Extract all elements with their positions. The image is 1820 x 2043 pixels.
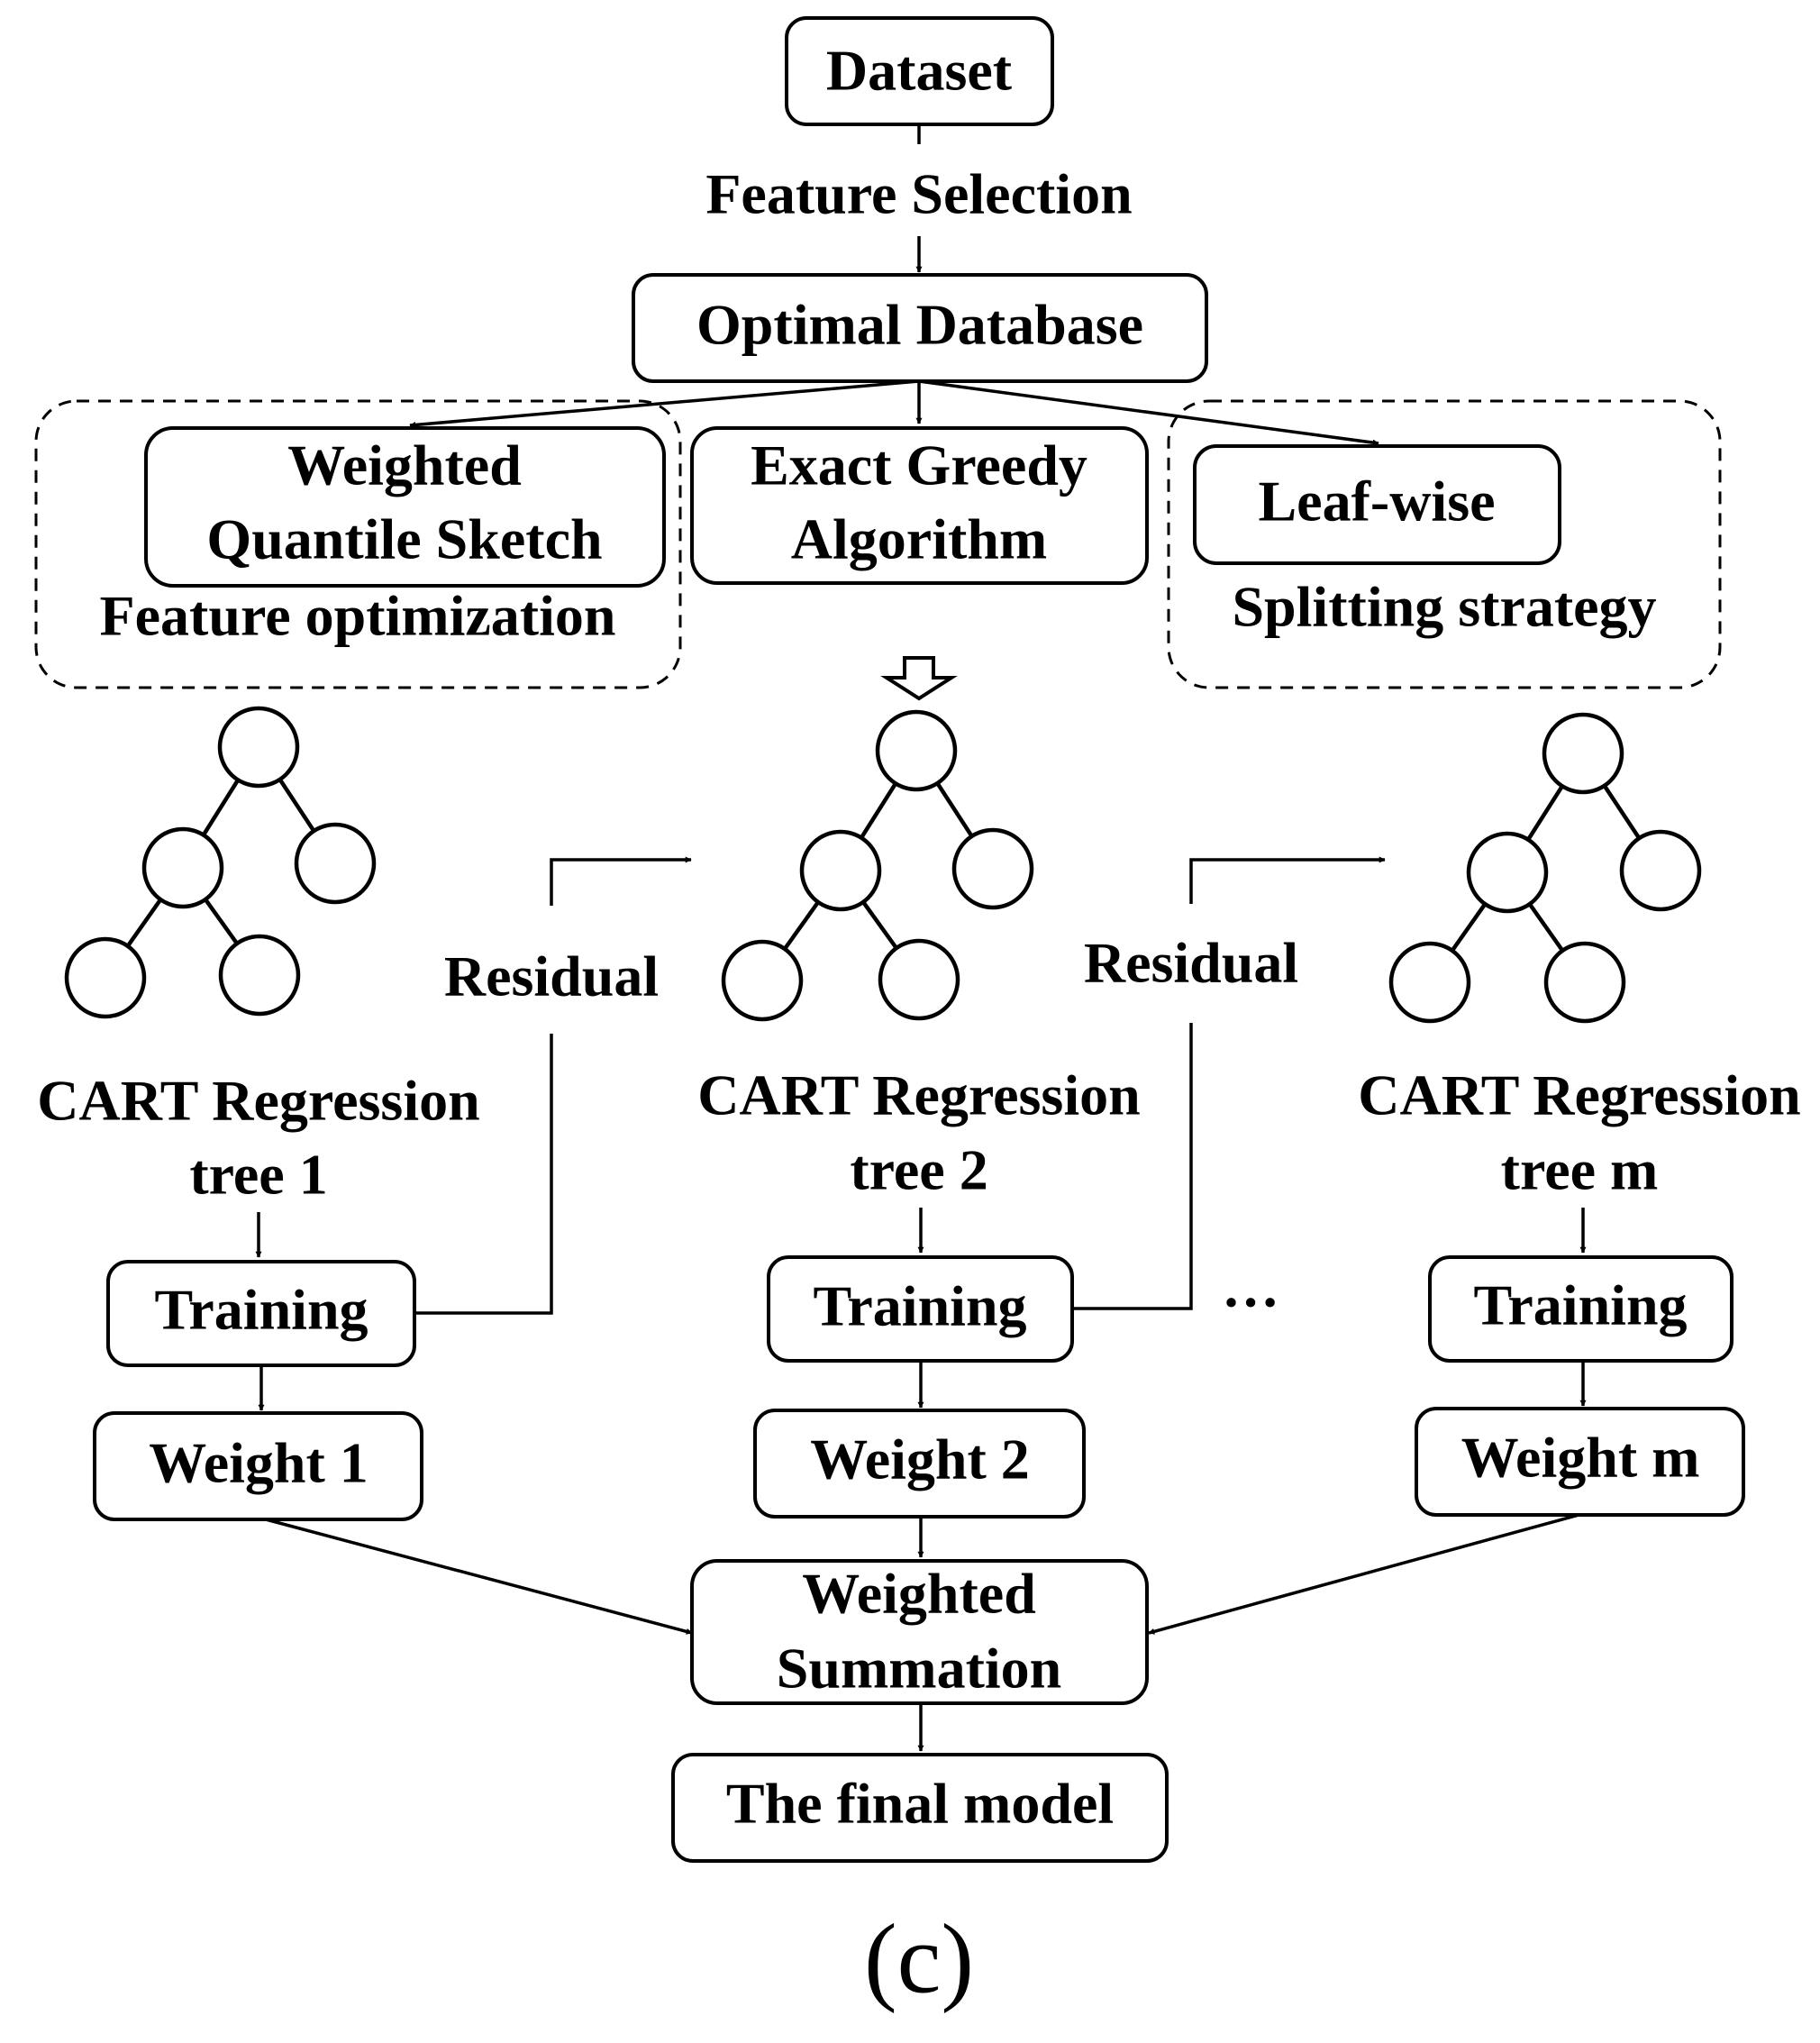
- feature-optimization-label: Feature optimization: [100, 584, 616, 648]
- feature-selection-label: Feature Selection: [705, 162, 1132, 226]
- exact-greedy-line2: Algorithm: [791, 507, 1047, 571]
- residual-1-connector-upper: [550, 856, 692, 906]
- leaf-wise-box: [1193, 444, 1561, 565]
- weighted-summation-line2: Summation: [777, 1637, 1062, 1701]
- arrow-to-quantile-sketch: [409, 379, 920, 428]
- final-model-label: The final model: [726, 1772, 1114, 1836]
- weight-2-label: Weight 2: [810, 1427, 1030, 1491]
- tree-m-label-line2: tree m: [1501, 1138, 1659, 1202]
- exact-greedy-box: [690, 426, 1149, 585]
- leaf-wise-label: Leaf-wise: [1258, 470, 1495, 534]
- weight-m-label: Weight m: [1461, 1426, 1700, 1490]
- splitting-strategy-group: [1167, 399, 1722, 689]
- tree-m-label-line1: CART Regression: [1358, 1063, 1800, 1127]
- tree-2-icon: [721, 709, 1034, 1022]
- splitting-strategy-label: Splitting strategy: [1232, 575, 1656, 639]
- weighted-quantile-sketch-line2: Quantile Sketch: [206, 507, 602, 571]
- hollow-down-arrow-icon: [880, 656, 958, 701]
- tree-2-label-line1: CART Regression: [697, 1063, 1140, 1127]
- residual-2-connector-upper: [1189, 856, 1386, 904]
- exact-greedy-line1: Exact Greedy: [751, 433, 1087, 497]
- weighted-quantile-sketch-box: [144, 426, 666, 588]
- figure-caption: (c): [864, 1903, 974, 2013]
- training-2-label: Training: [813, 1274, 1026, 1338]
- arrow-to-leaf-wise: [918, 379, 1379, 446]
- feature-optimization-group: [34, 399, 682, 689]
- tree-1-label-line1: CART Regression: [37, 1069, 479, 1133]
- training-1-label: Training: [154, 1278, 368, 1342]
- optimal-database-label: Optimal Database: [696, 293, 1143, 357]
- ellipsis-label: …: [1222, 1255, 1279, 1319]
- training-m-label: Training: [1473, 1273, 1687, 1337]
- residual-2-connector-lower: [1072, 1023, 1193, 1310]
- weight-1-box: [93, 1411, 423, 1521]
- weight-m-box: [1415, 1407, 1745, 1517]
- tree-2-label-line2: tree 2: [850, 1138, 987, 1202]
- tree-1-label-line2: tree 1: [189, 1143, 327, 1207]
- weight-1-to-summation-arrow: [265, 1518, 693, 1635]
- residual-1-connector-lower: [414, 1034, 553, 1315]
- final-model-box: [671, 1753, 1169, 1863]
- tree-m-icon: [1388, 712, 1702, 1024]
- training-m-box: [1428, 1255, 1734, 1363]
- residual-1-label: Residual: [444, 944, 659, 1008]
- residual-2-label: Residual: [1084, 931, 1298, 995]
- weighted-summation-line1: Weighted: [802, 1562, 1036, 1626]
- dataset-label: Dataset: [826, 39, 1013, 103]
- weight-m-to-summation-arrow: [1148, 1513, 1579, 1635]
- weighted-quantile-sketch-line1: Weighted: [287, 433, 522, 497]
- tree-1-icon: [64, 706, 377, 1019]
- weight-1-label: Weight 1: [149, 1431, 369, 1495]
